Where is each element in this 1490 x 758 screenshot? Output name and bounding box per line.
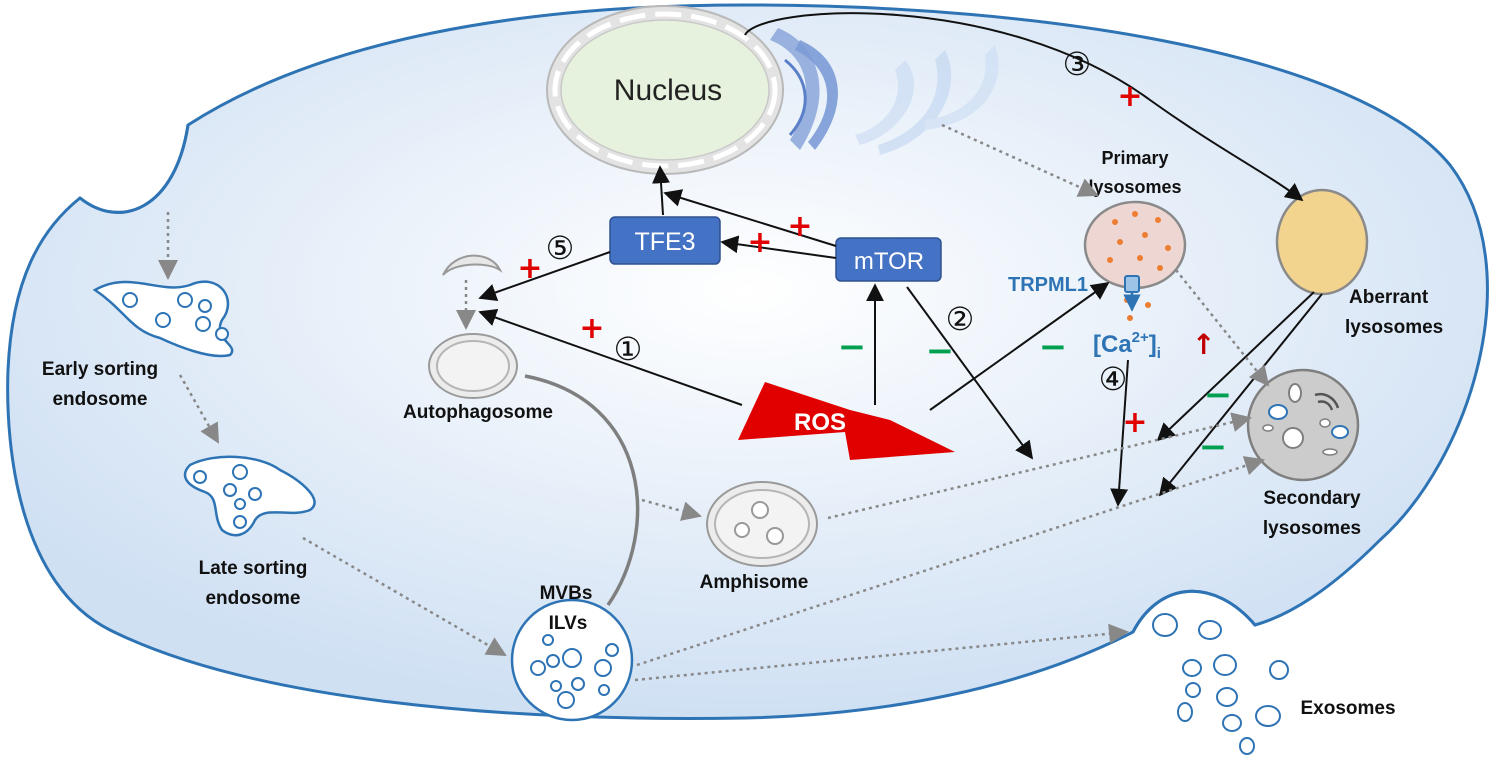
dotted-golgi-primary <box>941 123 1099 197</box>
ros-label: ROS <box>794 409 846 436</box>
plus-aberrant: + <box>1117 79 1142 114</box>
calcium-base: [Ca <box>1093 331 1132 358</box>
autophagosome <box>428 333 518 399</box>
trpml1-label: TRPML1 <box>1008 274 1088 296</box>
early-endosome-label-2: endosome <box>52 389 147 410</box>
calcium-up-arrow: ↑ <box>1192 328 1215 361</box>
plus-mtor-nucleus: + <box>787 209 812 244</box>
dotted-mvb-exosome <box>634 623 1129 682</box>
ros-bolt <box>738 382 955 460</box>
plus-calcium: + <box>1122 405 1147 440</box>
minus-ros-mtor: − <box>838 327 867 367</box>
minus-aberrant-1: − <box>1204 375 1233 415</box>
primary-lysosome <box>1083 200 1187 321</box>
aberrant-lysosomes-label-1: Aberrant <box>1349 287 1429 308</box>
arrow-ros-autophagy <box>478 308 743 406</box>
arrow-aberrant-2 <box>1158 293 1323 497</box>
mtor-label: mTOR <box>854 248 924 275</box>
secondary-lysosome <box>1246 368 1360 482</box>
autophagosome-label: Autophagosome <box>403 402 553 423</box>
minus-mtor-lysosome: − <box>926 331 955 371</box>
arrow-aberrant-1 <box>1156 291 1315 442</box>
multivesicular-body <box>510 598 634 722</box>
mvbs-label: MVBs <box>540 583 593 604</box>
exosomes-label: Exosomes <box>1300 698 1395 719</box>
late-sorting-endosome <box>183 455 316 537</box>
golgi-apparatus <box>855 45 999 155</box>
arrow-calcium-fusion <box>1110 359 1129 507</box>
late-endosome-label-2: endosome <box>205 588 300 609</box>
step-marker-2: ② <box>946 300 975 338</box>
step-marker-4: ④ <box>1099 360 1128 398</box>
calcium-close: ] <box>1149 331 1157 358</box>
arrow-mtor-nucleus <box>663 189 837 247</box>
mtor-box: mTOR <box>835 237 942 282</box>
arrow-er-aberrant <box>744 12 1304 202</box>
minus-aberrant-2: − <box>1199 427 1228 467</box>
fusion-line <box>524 374 640 606</box>
primary-lysosomes-label-2: lysosomes <box>1088 177 1181 197</box>
amphisome-label: Amphisome <box>700 572 809 593</box>
endoplasmic-reticulum <box>770 28 838 150</box>
step-marker-5: ⑤ <box>546 229 575 267</box>
tfe3-label: TFE3 <box>634 228 695 256</box>
phagophore <box>442 254 503 276</box>
dotted-arrows <box>158 123 1270 682</box>
primary-lysosomes-label-1: Primary <box>1101 148 1168 168</box>
nucleus: Nucleus <box>546 5 784 175</box>
endocytic-pit <box>79 124 190 214</box>
dotted-mvb-secondary <box>636 456 1265 667</box>
amphisome <box>706 481 818 567</box>
step-marker-3: ③ <box>1063 45 1092 83</box>
arrow-mtor-tfe3 <box>720 235 837 259</box>
solid-arrows <box>478 12 1323 507</box>
step-marker-1: ① <box>614 330 643 368</box>
arrow-ros-trpml1 <box>929 281 1110 411</box>
plus-tfe3-autophagy: + <box>517 251 542 286</box>
exosomes <box>1131 589 1289 755</box>
dotted-amphisome-secondary <box>827 412 1252 520</box>
dotted-to-amphisome <box>641 498 702 521</box>
minus-ros-trpml1: − <box>1039 327 1068 367</box>
calcium-sub: i <box>1157 345 1161 362</box>
tfe3-box: TFE3 <box>609 216 721 265</box>
secondary-lysosomes-label-2: lysosomes <box>1263 518 1361 539</box>
arrow-mtor-lysosome <box>906 286 1034 460</box>
arrow-tfe3-nucleus <box>652 165 670 216</box>
plus-mtor-tfe3: + <box>747 225 772 260</box>
aberrant-lysosome <box>1275 188 1369 296</box>
calcium-label: [Ca2+]i <box>1093 329 1161 362</box>
early-endosome-label-1: Early sorting <box>42 359 158 380</box>
arrow-tfe3-autophagy <box>478 251 611 302</box>
ilvs-label: ILVs <box>549 613 588 634</box>
secondary-lysosomes-label-1: Secondary <box>1263 488 1361 509</box>
early-sorting-endosome <box>92 280 234 358</box>
dotted-early-late <box>178 374 220 444</box>
late-endosome-label-1: Late sorting <box>199 558 308 579</box>
plus-ros-autophagy: + <box>579 311 604 346</box>
nucleus-label: Nucleus <box>614 74 722 107</box>
aberrant-lysosomes-label-2: lysosomes <box>1345 317 1443 338</box>
calcium-sup: 2+ <box>1132 329 1149 346</box>
